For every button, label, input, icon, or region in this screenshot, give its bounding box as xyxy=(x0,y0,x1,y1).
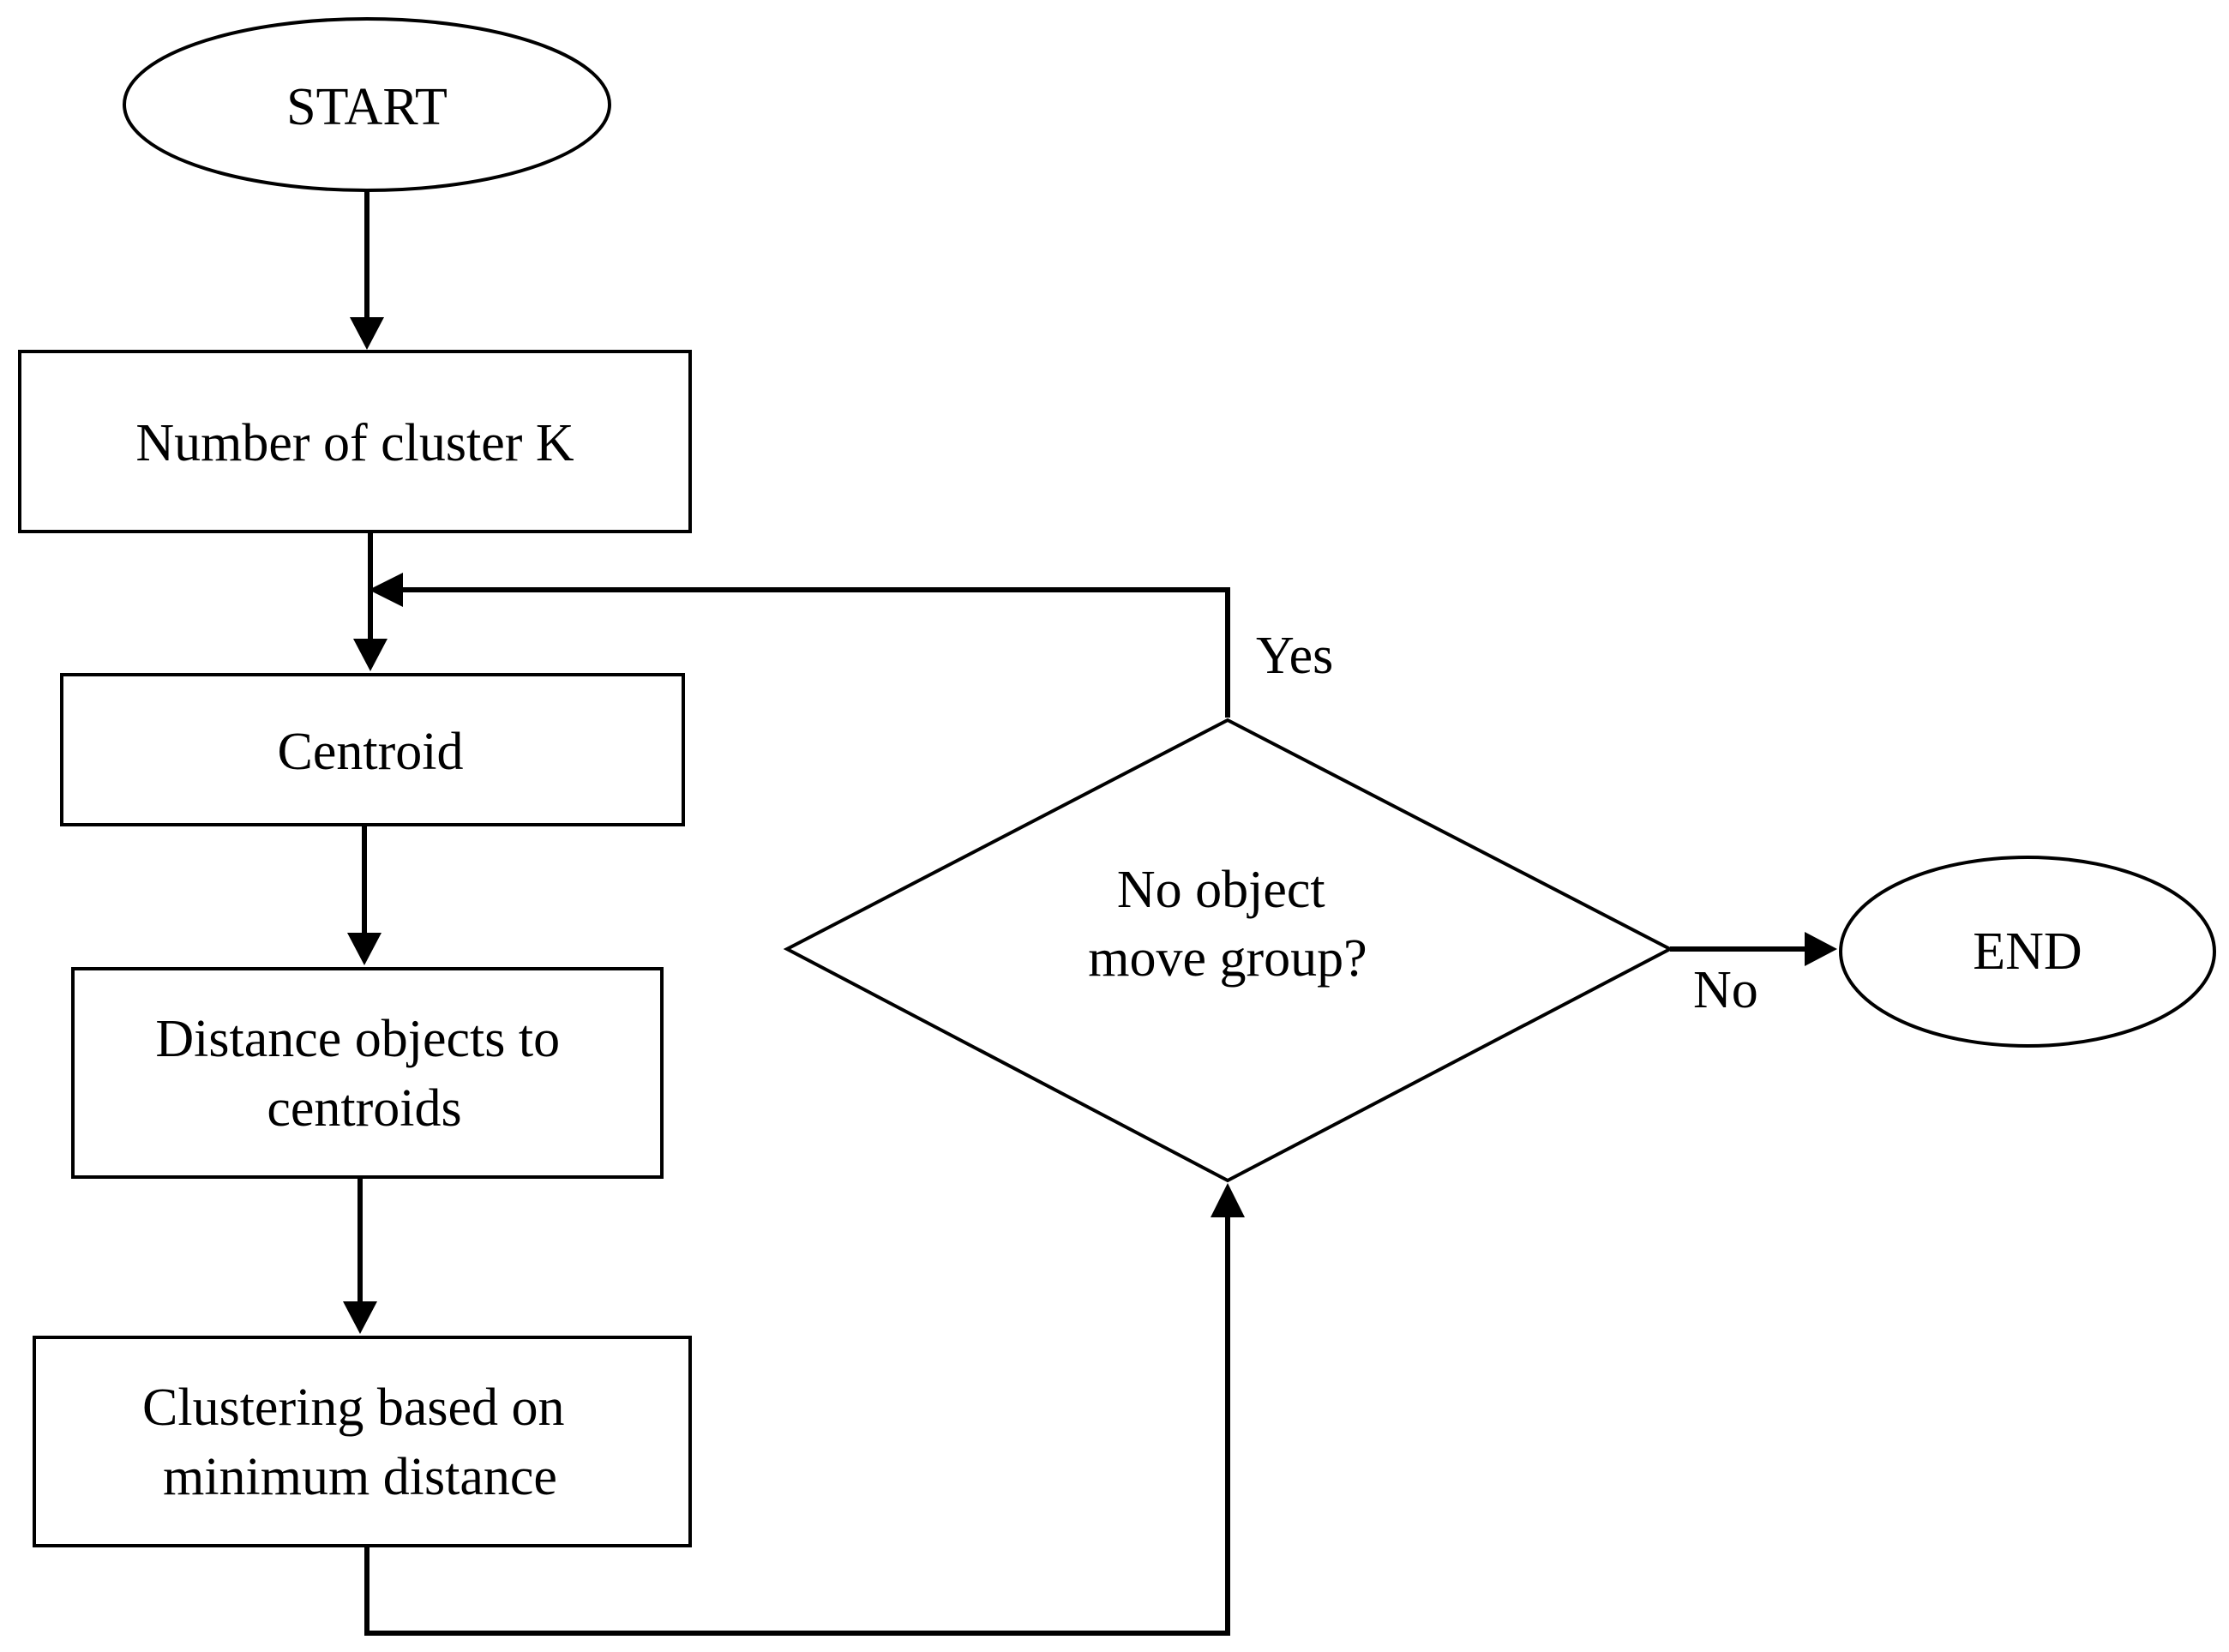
arrowhead-distance-to-clustering xyxy=(343,1301,377,1334)
step-clustering-line-1: Clustering based on xyxy=(142,1379,565,1437)
connectors xyxy=(343,190,1837,1636)
arrow-decision-yes-loop xyxy=(403,587,1230,718)
start-node: START xyxy=(123,17,611,192)
start-label: START xyxy=(286,78,448,136)
step-distance-line-1: Distance objects to xyxy=(155,1010,560,1068)
yes-branch-label: Yes xyxy=(1256,627,1333,685)
step-number-of-clusters: Number of cluster K xyxy=(18,350,692,533)
arrow-clustering-to-decision xyxy=(364,1217,1230,1636)
step-clustering-box xyxy=(33,1336,692,1547)
arrowhead-start-to-k xyxy=(350,317,384,350)
decision-line-2: move group? xyxy=(1088,929,1367,988)
step-number-of-clusters-box xyxy=(18,350,692,533)
step-centroid-box xyxy=(60,673,685,826)
arrowhead-k-to-centroid xyxy=(353,639,388,671)
arrowhead-centroid-to-distance xyxy=(347,933,382,965)
step-clustering: Clustering based on minimum distance xyxy=(33,1336,692,1547)
no-branch-label: No xyxy=(1693,961,1758,1019)
step-number-of-clusters-label: Number of cluster K xyxy=(135,414,574,472)
step-clustering-label: Clustering based on minimum distance xyxy=(142,1379,578,1506)
step-clustering-line-2: minimum distance xyxy=(163,1448,557,1506)
arrowhead-clustering-to-decision xyxy=(1211,1183,1245,1217)
decision-label: No object move group? xyxy=(1088,861,1367,988)
arrowhead-decision-to-end xyxy=(1805,932,1837,966)
decision-node: No object move group? xyxy=(783,718,1674,1183)
start-ellipse xyxy=(123,17,611,192)
decision-diamond xyxy=(783,718,1674,1183)
step-distance: Distance objects to centroids xyxy=(71,967,664,1179)
step-distance-label: Distance objects to centroids xyxy=(155,1010,573,1138)
end-label: END xyxy=(1973,922,2082,981)
step-centroid: Centroid xyxy=(60,673,685,826)
end-node: END xyxy=(1839,856,2216,1048)
end-ellipse xyxy=(1839,856,2216,1048)
step-distance-line-2: centroids xyxy=(267,1079,461,1138)
arrowhead-decision-yes-loop xyxy=(369,573,403,607)
step-centroid-label: Centroid xyxy=(278,723,464,781)
step-distance-box xyxy=(71,967,664,1179)
decision-line-1: No object xyxy=(1117,861,1325,919)
